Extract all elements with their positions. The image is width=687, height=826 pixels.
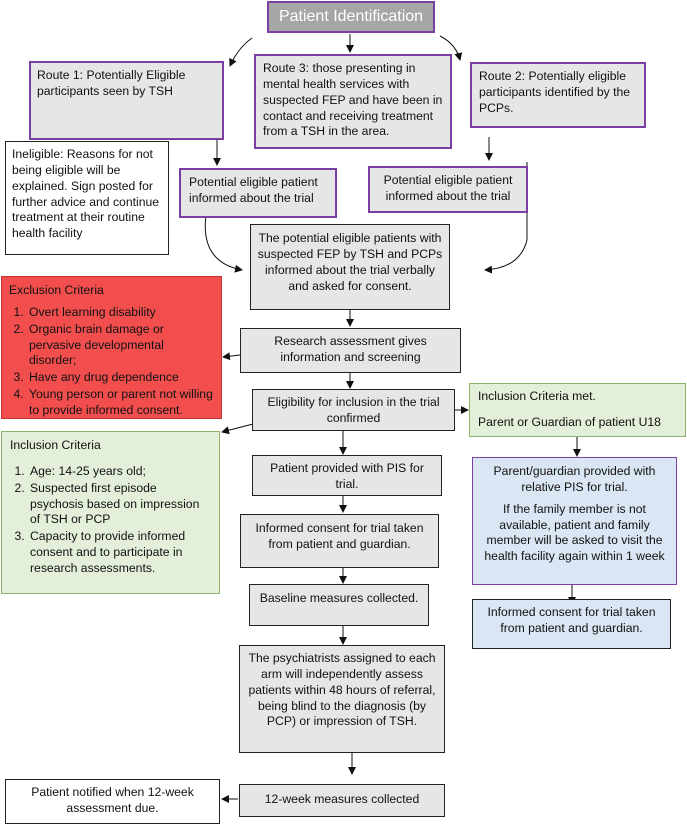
consent-left-text: Informed consent for trial taken from pa…: [255, 521, 424, 551]
pis-box: Patient provided with PIS for trial.: [252, 455, 442, 496]
exclusion-item: Organic brain damage or pervasive develo…: [27, 322, 214, 370]
inclusion-item: Age: 14-25 years old;: [28, 464, 211, 480]
consent-right-box: Informed consent for trial taken from pa…: [472, 599, 671, 649]
inclusion-met-line2: Parent or Guardian of patient U18: [478, 414, 661, 429]
exclusion-item: Have any drug dependence: [27, 370, 214, 386]
title-box: Patient Identification: [267, 1, 435, 33]
parent-box: Parent/guardian provided with relative P…: [472, 457, 677, 585]
baseline-box: Baseline measures collected.: [249, 584, 429, 626]
route2-text: Route 2: Potentially eligible participan…: [479, 69, 631, 115]
informed-right-text: Potential eligible patient informed abou…: [383, 173, 513, 203]
arrow-left-informed-to-consent: [204, 214, 243, 273]
consent-left-box: Informed consent for trial taken from pa…: [240, 514, 439, 568]
informed-left-box: Potential eligible patient informed abou…: [179, 168, 337, 218]
informed-left-text: Potential eligible patient informed abou…: [189, 175, 318, 205]
psychiatrists-text: The psychiatrists assigned to each arm w…: [248, 651, 436, 729]
research-box: Research assessment gives information an…: [240, 328, 461, 373]
inclusion-list: Age: 14-25 years old; Suspected first ep…: [10, 464, 211, 577]
notified-box: Patient notified when 12-week assessment…: [5, 779, 220, 824]
exclusion-list: Overt learning disability Organic brain …: [9, 305, 214, 419]
inclusion-met-line1: Inclusion Criteria met.: [478, 389, 596, 403]
exclusion-box: Exclusion Criteria Overt learning disabi…: [1, 276, 222, 419]
research-text: Research assessment gives information an…: [274, 334, 427, 364]
arrow-to-route1: [229, 37, 253, 67]
inclusion-box: Inclusion Criteria Age: 14-25 years old;…: [1, 431, 220, 594]
baseline-text: Baseline measures collected.: [259, 591, 419, 605]
route1-text: Route 1: Potentially Eligible participan…: [37, 68, 186, 98]
eligibility-text: Eligibility for inclusion in the trial c…: [267, 395, 440, 425]
consent-ask-text: The potential eligible patients with sus…: [257, 231, 443, 293]
eligibility-box: Eligibility for inclusion in the trial c…: [252, 389, 455, 431]
route1-box: Route 1: Potentially Eligible participan…: [29, 61, 224, 140]
arrow-research-to-exclusion: [222, 352, 241, 361]
ineligible-text: Ineligible: Reasons for not being eligib…: [12, 147, 160, 241]
route2-box: Route 2: Potentially eligible participan…: [470, 62, 646, 128]
parent-line1: Parent/guardian provided with relative P…: [493, 464, 656, 494]
pis-text: Patient provided with PIS for trial.: [270, 461, 424, 491]
psychiatrists-box: The psychiatrists assigned to each arm w…: [239, 645, 445, 753]
week12-box: 12-week measures collected: [239, 784, 445, 817]
ineligible-box: Ineligible: Reasons for not being eligib…: [5, 141, 169, 255]
route3-box: Route 3: those presenting in mental heal…: [254, 54, 452, 149]
inclusion-item: Capacity to provide informed consent and…: [28, 529, 211, 577]
title-text: Patient Identification: [278, 7, 424, 25]
parent-line2: If the family member is not available, p…: [484, 501, 665, 564]
week12-text: 12-week measures collected: [264, 792, 420, 806]
inclusion-met-box: Inclusion Criteria met. Parent or Guardi…: [469, 383, 686, 437]
exclusion-item: Overt learning disability: [27, 305, 214, 321]
notified-text: Patient notified when 12-week assessment…: [31, 785, 194, 815]
route3-text: Route 3: those presenting in mental heal…: [263, 61, 443, 139]
informed-right-box: Potential eligible patient informed abou…: [368, 166, 528, 213]
consent-right-text: Informed consent for trial taken from pa…: [487, 605, 656, 635]
consent-ask-box: The potential eligible patients with sus…: [250, 224, 450, 310]
inclusion-item: Suspected first episode psychosis based …: [28, 481, 211, 529]
exclusion-item: Young person or parent not willing to pr…: [27, 387, 214, 419]
exclusion-title: Exclusion Criteria: [9, 283, 104, 297]
arrow-eligibility-to-inclusion: [221, 423, 254, 435]
inclusion-title: Inclusion Criteria: [10, 438, 101, 452]
